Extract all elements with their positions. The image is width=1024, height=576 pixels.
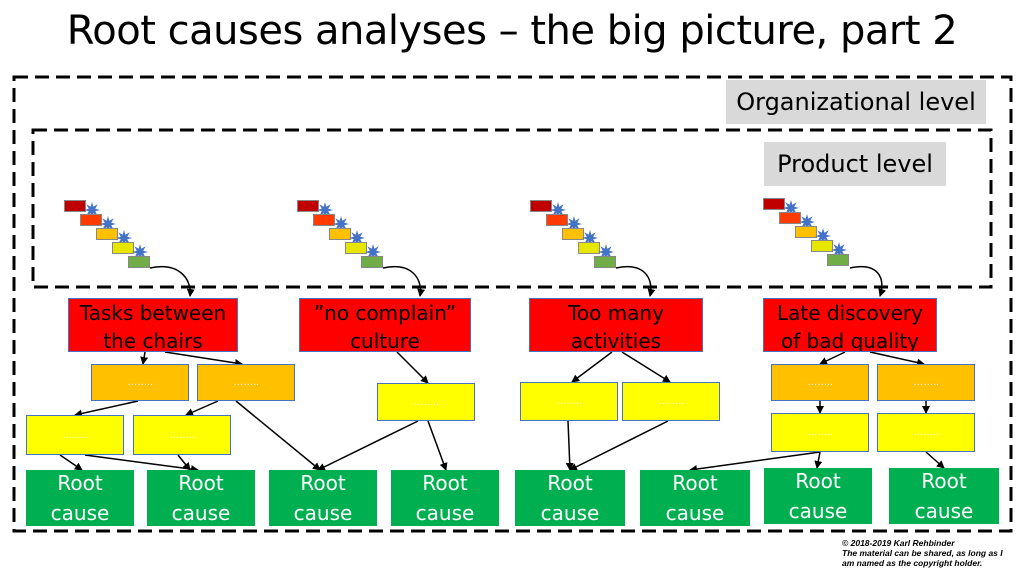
mini-step [578,242,600,254]
mini-step [345,242,367,254]
yellow-box-7: …….. [877,413,975,452]
mini-step [530,200,552,212]
problem-3-line2: activities [570,329,662,352]
yellow-box-4: …….. [520,382,618,421]
mini-step [827,254,849,266]
page-title: Root causes analyses – the big picture, … [66,8,958,54]
mini-step [64,200,86,212]
mini-stair-1 [64,200,164,278]
problem-box-4: Late discovery of bad quality [763,298,937,352]
mini-step [763,198,785,210]
copyright-line1: © 2018-2019 Karl Rehbinder [842,538,955,548]
root-cause-8-line2: cause [914,499,974,523]
orange-box-4: …….. [877,364,975,401]
problem-2-line1: ”no complain” [313,301,457,325]
root-cause-4-line2: cause [415,501,475,525]
root-cause-2-line1: Root [178,471,224,495]
mini-step [361,256,383,268]
root-cause-3-line1: Root [300,471,346,495]
root-cause-box-2: Root cause [147,470,255,526]
mini-step [112,242,134,254]
root-cause-8-line1: Root [921,469,967,493]
orange-box-1: …….. [91,364,189,401]
problem-3-line1: Too many [568,301,664,325]
root-cause-box-4: Root cause [391,470,499,526]
root-cause-6-line1: Root [672,471,718,495]
mini-step [779,212,801,224]
orange-box-2: …….. [197,364,295,401]
root-cause-5-line2: cause [540,501,600,525]
root-cause-box-5: Root cause [515,470,625,526]
mini-stair-4 [763,198,863,276]
organizational-level-label: Organizational level [726,80,986,124]
mini-step [811,240,833,252]
problem-box-1: Tasks between the chairs [68,298,238,352]
root-cause-box-8: Root cause [889,468,999,524]
yellow-box-1: …….. [26,415,124,455]
mini-step [546,214,568,226]
mini-step [795,226,817,238]
problem-1-line1: Tasks between [79,301,227,325]
problem-box-3: Too many activities [529,298,703,352]
root-cause-7-line2: cause [788,499,848,523]
root-cause-box-1: Root cause [26,470,134,526]
yellow-box-6: …….. [771,413,869,452]
product-frame [31,128,993,289]
root-cause-box-6: Root cause [640,470,750,526]
root-cause-box-3: Root cause [269,470,377,526]
mini-step [128,256,150,268]
mini-step [562,228,584,240]
yellow-box-3: …….. [377,383,475,421]
yellow-box-2: …….. [133,415,231,455]
copyright-notice: © 2018-2019 Karl Rehbinder The material … [842,538,1003,568]
yellow-box-5: …….. [622,382,720,421]
root-cause-3-line2: cause [293,501,353,525]
root-cause-7-line1: Root [795,469,841,493]
orange-box-3: …….. [771,364,869,401]
problem-1-line2: the chairs [103,329,203,352]
mini-step [96,228,118,240]
root-cause-5-line1: Root [547,471,593,495]
problem-2-line2: culture [350,329,420,352]
root-cause-box-7: Root cause [764,468,872,524]
root-cause-1-line1: Root [57,471,103,495]
organizational-frame [12,75,1013,533]
copyright-line2: The material can be shared, as long as I [842,548,1003,558]
mini-step [329,228,351,240]
copyright-line3: am named as the copyright holder. [842,558,983,568]
mini-step [594,256,616,268]
mini-step [313,214,335,226]
problem-box-2: ”no complain” culture [299,298,471,352]
root-cause-6-line2: cause [665,501,725,525]
problem-4-line2: of bad quality [780,329,920,352]
root-cause-4-line1: Root [422,471,468,495]
product-level-label: Product level [764,142,946,186]
root-cause-1-line2: cause [50,501,110,525]
mini-stair-3 [530,200,630,278]
root-cause-2-line2: cause [171,501,231,525]
mini-step [80,214,102,226]
mini-step [297,200,319,212]
problem-4-line1: Late discovery [776,301,923,325]
mini-stair-2 [297,200,397,278]
